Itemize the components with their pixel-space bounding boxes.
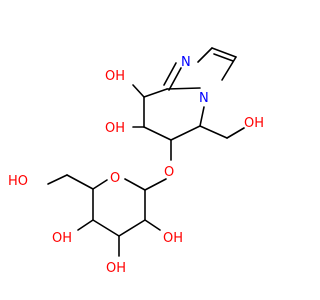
bond-c6-c5 <box>170 125 201 141</box>
bond-c8a-n4-double <box>168 67 182 91</box>
atom-label-oh-c7: OH <box>105 121 125 136</box>
atom-label-n-bridge: N <box>199 91 209 106</box>
atom-label-oh-ch2: OH <box>244 116 264 131</box>
bond-c8-oh <box>132 84 145 98</box>
atom-label-n-imine: N <box>181 55 191 70</box>
bond-c5-ch2 <box>199 125 228 139</box>
bond-c3-c2s <box>118 219 146 237</box>
bond-c4-oh <box>77 219 94 231</box>
bond-o-c1 <box>144 178 167 191</box>
bond-c2s-oh <box>144 219 161 231</box>
atom-label-oh-c2: OH <box>163 231 183 246</box>
atom-label-o-ring: O <box>110 171 120 186</box>
bond-n4-c3 <box>197 47 213 63</box>
bond-c3-c2-double <box>213 53 234 62</box>
bond-c1-o5 <box>124 178 146 191</box>
atom-label-oh-c8: OH <box>105 69 125 84</box>
molecule-structure: OH OH N N OH O O HO OH OH OH <box>8 47 264 276</box>
bond-c3-c2 <box>211 47 237 58</box>
bond-c5-n1 <box>199 106 205 127</box>
atom-label-oh-c3: OH <box>106 261 126 276</box>
bond-ch2s-o <box>47 174 68 185</box>
atom-label-o-glycosidic: O <box>164 165 174 180</box>
bond-c8a-c5n <box>163 62 177 86</box>
bond-c8a-c8 <box>143 88 168 98</box>
bond-c5-ch2s <box>66 174 94 190</box>
bond-c7-c6 <box>143 126 172 141</box>
atom-label-ho-ch2-sugar: HO <box>8 174 28 189</box>
bond-n1-c8a <box>166 87 201 90</box>
bond-c4-c3 <box>92 219 120 237</box>
bond-ch2-o <box>226 127 245 139</box>
atom-label-oh-c4: OH <box>52 231 72 246</box>
bond-c2-n1 <box>221 56 237 81</box>
bond-o5-c5 <box>92 179 108 190</box>
